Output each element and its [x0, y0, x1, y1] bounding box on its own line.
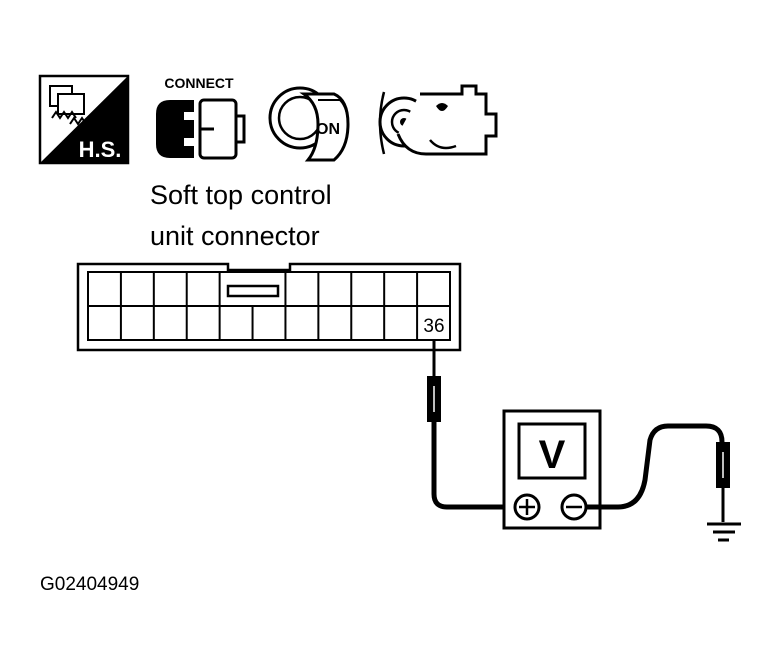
- minus-terminal: [560, 493, 588, 521]
- hs-label: H.S.: [79, 137, 122, 162]
- engine-icon: [378, 84, 498, 156]
- ground-icon: [707, 522, 741, 542]
- ignition-on-label: ON: [316, 121, 340, 138]
- harness-sensor-icon: H.S.: [38, 74, 130, 165]
- soft-top-control-unit-connector: 36: [76, 262, 462, 352]
- figure-code: G02404949: [40, 574, 139, 595]
- connector-label-line1: Soft top control: [150, 180, 332, 210]
- terminal-36-label: 36: [423, 316, 444, 337]
- ignition-on-icon: ON: [268, 86, 350, 162]
- connect-label: CONNECT: [164, 75, 234, 91]
- connector-label-line2: unit connector: [150, 221, 320, 251]
- plus-terminal: [513, 493, 541, 521]
- positive-probe: [427, 340, 516, 510]
- meter-display-v: V: [539, 433, 566, 477]
- voltmeter: V: [502, 409, 602, 530]
- connect-icon: CONNECT: [156, 75, 246, 160]
- negative-probe: [586, 423, 730, 522]
- connector-pin-grid: [88, 272, 450, 340]
